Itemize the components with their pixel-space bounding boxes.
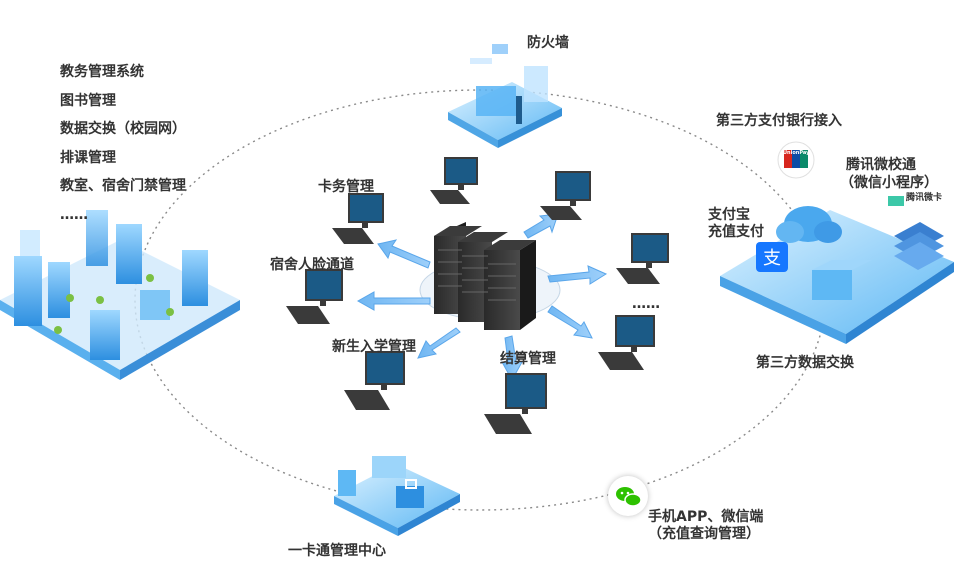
third-party-data-label: 第三方数据交换 — [756, 355, 854, 371]
alipay-icon: 支 — [756, 242, 788, 272]
server-icon — [434, 222, 536, 330]
third-party-platform — [720, 210, 954, 344]
wechat-icon — [608, 476, 648, 516]
system-item: 排课管理 — [60, 149, 116, 166]
unionpay-logo-text: UnionPay 银联 — [783, 150, 811, 156]
enrollment-label: 新生入学管理 — [332, 339, 416, 355]
dorm-face-label: 宿舍人脸通道 — [270, 257, 354, 273]
system-item: 教室、宿舍门禁管理 — [60, 178, 186, 194]
system-item: …… — [60, 206, 88, 223]
card-center-label: 一卡通管理中心 — [288, 543, 386, 559]
card-center-icon — [334, 456, 460, 536]
svg-text:支: 支 — [763, 248, 781, 269]
tencent-logo-label: 腾讯微卡 — [906, 193, 943, 203]
system-item: 图书管理 — [60, 92, 116, 109]
mobile-app-sub-label: （充值查询管理） — [648, 526, 760, 542]
bank-label: 第三方支付银行接入 — [716, 113, 842, 129]
mobile-app-label: 手机APP、微信端 — [648, 509, 764, 525]
firewall-icon — [448, 44, 562, 148]
connection-arrows — [356, 213, 608, 382]
alipay-sub-label: 充值支付 — [708, 224, 764, 240]
cloud-icon — [776, 206, 842, 243]
tencent-logo-icon — [888, 196, 904, 206]
firewall-label: 防火墙 — [527, 35, 569, 51]
settlement-label: 结算管理 — [500, 351, 556, 367]
unionpay-icon — [777, 141, 815, 179]
more-terminals-label: …… — [632, 296, 660, 312]
alipay-label: 支付宝 — [708, 207, 750, 223]
campus-icon — [0, 210, 240, 380]
computer-icon — [286, 157, 669, 434]
tencent-label: 腾讯微校通 — [846, 157, 916, 173]
card-mgmt-label: 卡务管理 — [318, 179, 374, 195]
system-item: 数据交换（校园网） — [60, 121, 186, 137]
tencent-sub-label: （微信小程序） — [840, 175, 938, 191]
system-item: 教务管理系统 — [60, 64, 144, 80]
system-list: 教务管理系统 图书管理 数据交换（校园网） 排课管理 教室、宿舍门禁管理 …… — [60, 58, 186, 229]
